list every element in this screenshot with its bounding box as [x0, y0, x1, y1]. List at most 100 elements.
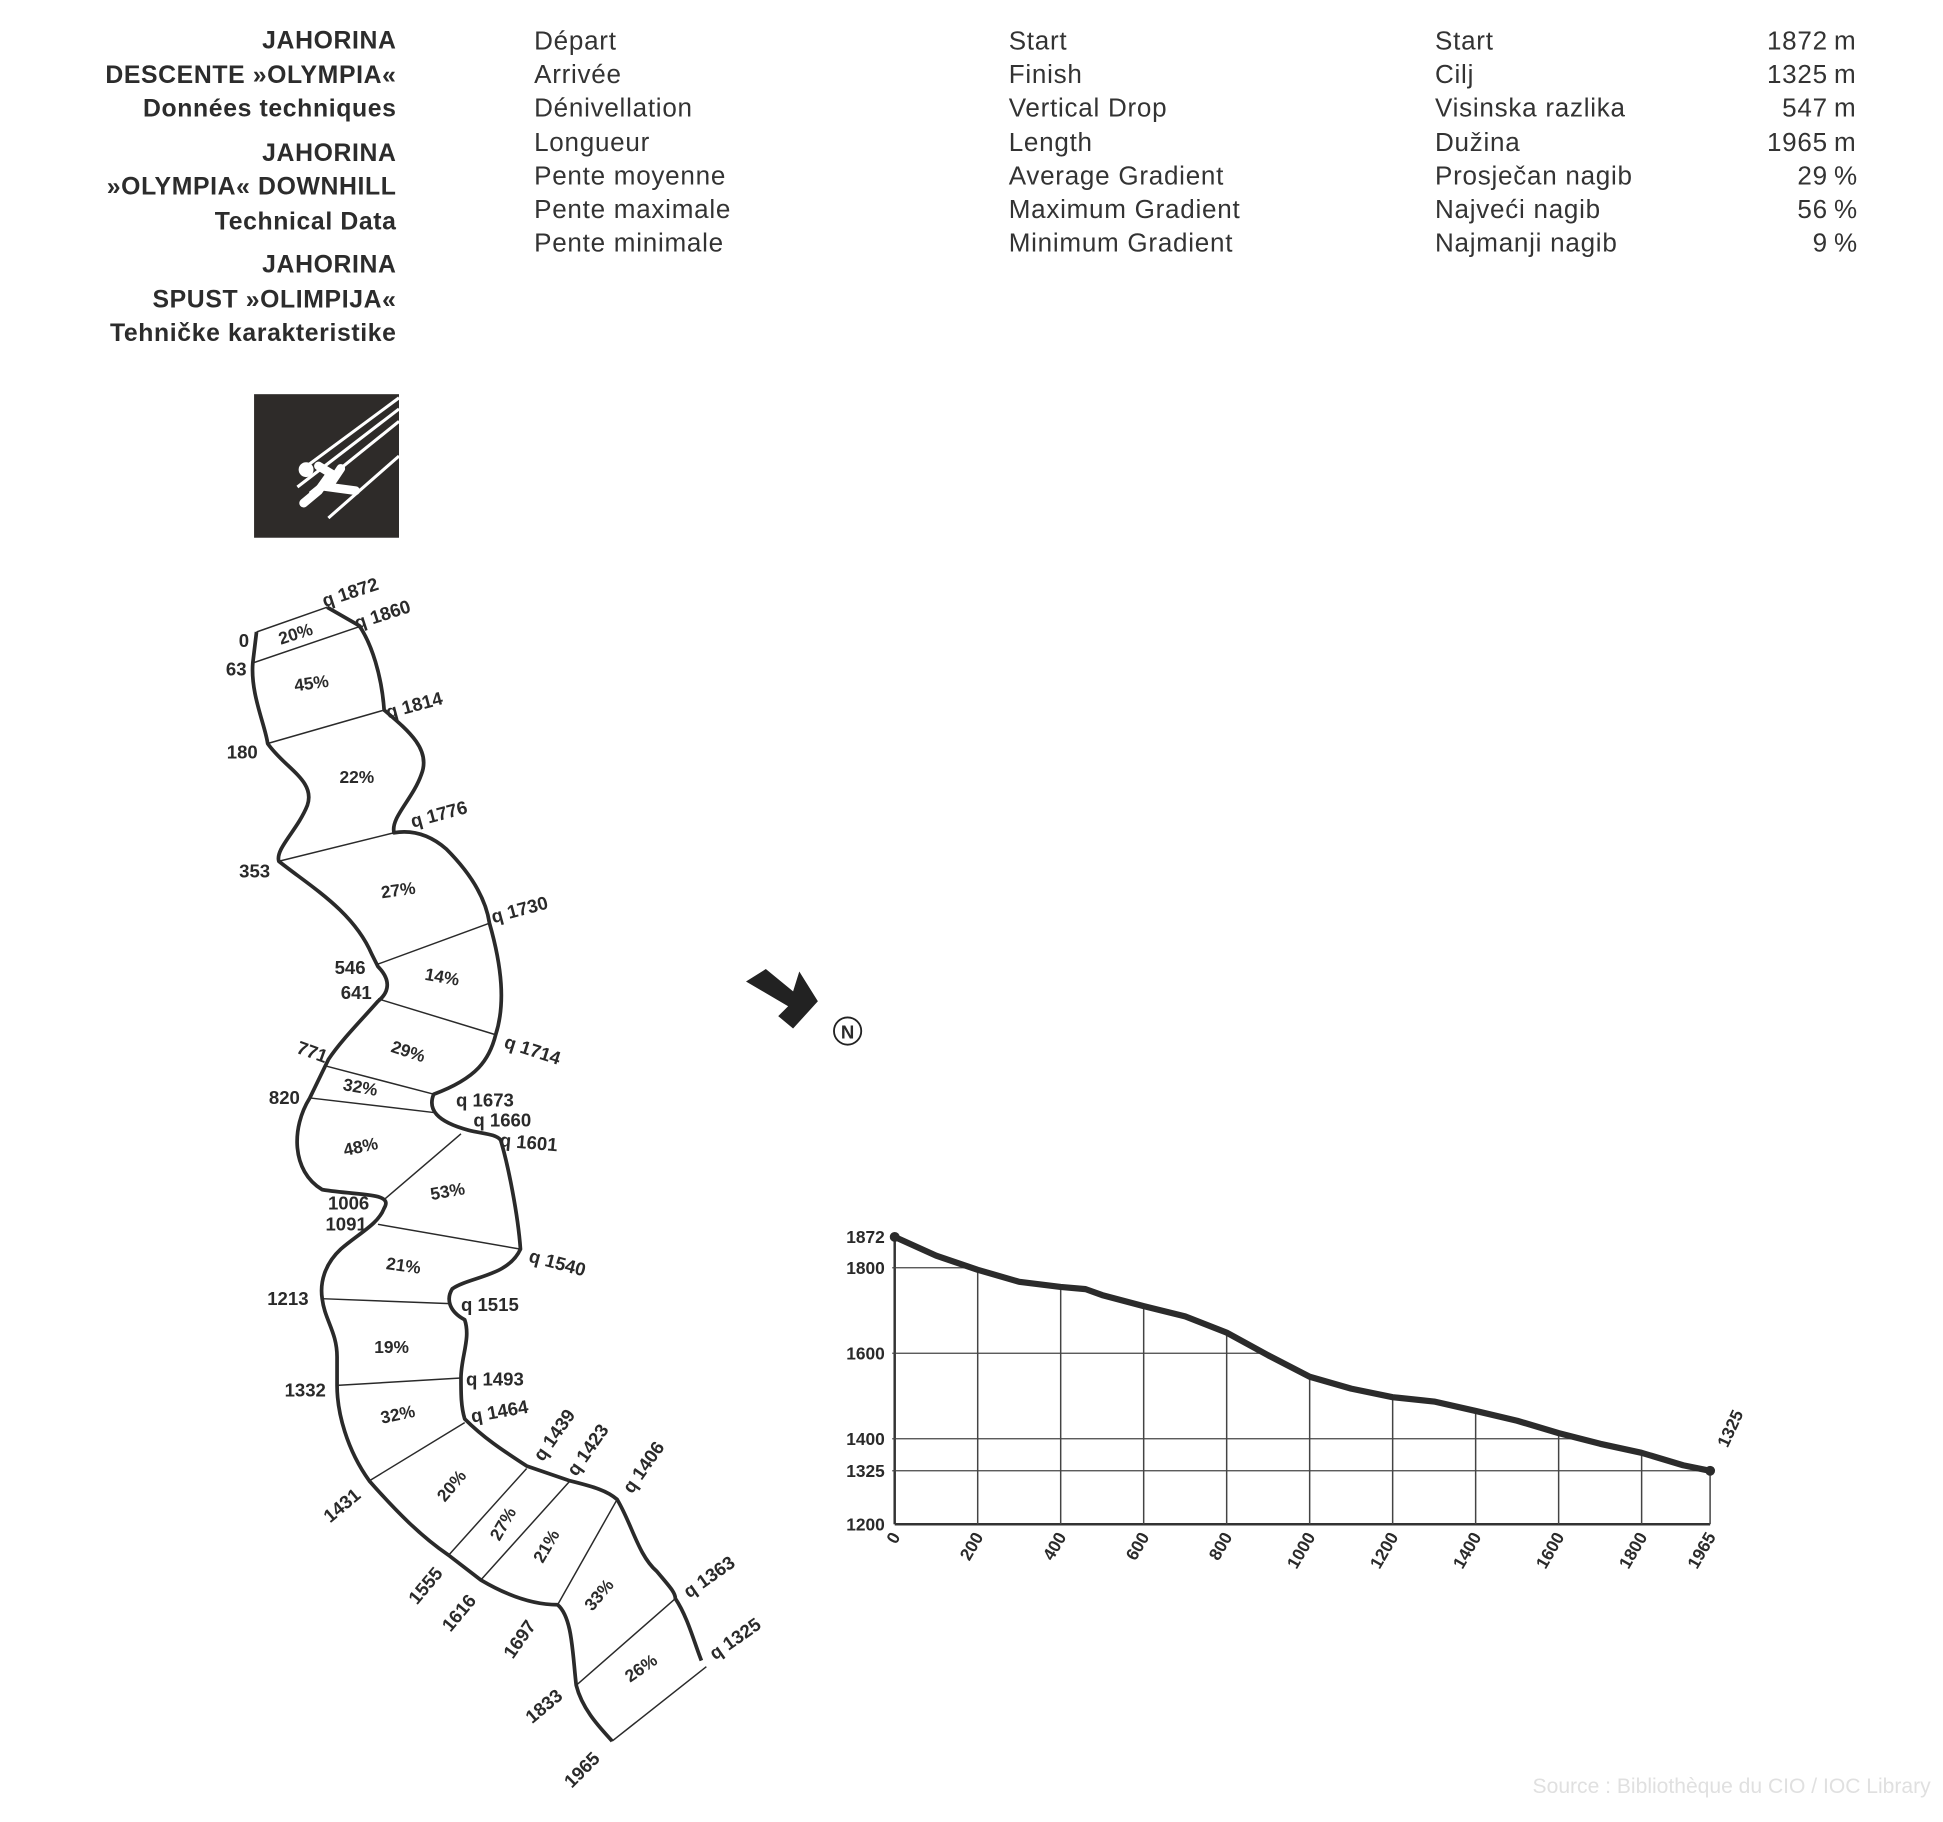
x-tick-label: 200 — [956, 1529, 988, 1564]
x-tick-label: 400 — [1039, 1529, 1071, 1564]
data-unit: % — [1834, 162, 1858, 191]
data-label: Visinska razlika — [1434, 94, 1626, 124]
data-unit: m — [1834, 27, 1857, 56]
data-label: Pente minimale — [534, 229, 724, 259]
title-english: JAHORINA »OLYMPIA« DOWNHILL Technical Da… — [25, 137, 397, 239]
finish-point — [1705, 1465, 1716, 1476]
title-serbocroatian: JAHORINA SPUST »OLIMPIJA« Tehničke karak… — [25, 249, 397, 351]
y-tick-label: 1400 — [846, 1429, 885, 1449]
altitude-label: q 1515 — [461, 1294, 519, 1315]
data-label: Dénivellation — [534, 94, 693, 124]
data-unit: % — [1834, 229, 1858, 259]
subtitle-line: Données techniques — [142, 95, 397, 123]
x-tick-label: 1400 — [1449, 1529, 1486, 1572]
title-block: JAHORINA DESCENTE »OLYMPIA« Données tech… — [25, 25, 397, 361]
data-label: Minimum Gradient — [1008, 229, 1234, 259]
subtitle-line: Tehničke karakteristike — [109, 319, 397, 347]
x-tick-label: 800 — [1205, 1529, 1237, 1564]
start-point — [889, 1231, 900, 1242]
gradient-label: 53% — [429, 1178, 467, 1204]
source-watermark: Source : Bibliothèque du CIO / IOC Libra… — [1532, 1774, 1931, 1799]
y-tick-label: 1200 — [846, 1514, 885, 1534]
gradient-label: 29% — [389, 1036, 428, 1066]
distance-label: 1213 — [267, 1288, 308, 1309]
title-line: JAHORINA — [262, 251, 397, 279]
data-value: 1325 — [1766, 60, 1828, 90]
data-label: Arrivée — [534, 60, 622, 90]
data-label: Najmanji nagib — [1434, 229, 1618, 259]
data-value: 9 — [1812, 229, 1828, 259]
distance-label: 546 — [335, 957, 366, 978]
data-unit: m — [1834, 94, 1857, 124]
distance-label: 1965 — [560, 1748, 604, 1792]
gradient-label: 21% — [385, 1253, 422, 1278]
title-line: JAHORINA — [262, 139, 397, 167]
altitude-label: q 1714 — [502, 1031, 564, 1069]
data-label: Pente moyenne — [534, 162, 727, 191]
altitude-label: q 1814 — [383, 687, 445, 722]
altitude-label: q 1540 — [527, 1245, 588, 1280]
distance-label: 1555 — [404, 1563, 447, 1608]
data-label: Finish — [1008, 60, 1083, 90]
gradient-label: 32% — [379, 1401, 417, 1428]
distance-label: 1697 — [499, 1616, 540, 1662]
title-line: DESCENTE »OLYMPIA« — [105, 61, 397, 89]
y-tick-label: 1325 — [846, 1461, 885, 1481]
distance-label: 1091 — [325, 1214, 366, 1235]
data-label: Average Gradient — [1008, 162, 1225, 191]
distance-label: 820 — [269, 1087, 300, 1108]
distance-label: 180 — [227, 741, 258, 762]
y-tick-label: 1872 — [846, 1227, 885, 1247]
gradient-label: 27% — [486, 1504, 521, 1544]
x-tick-label: 1600 — [1532, 1529, 1569, 1572]
data-unit: m — [1834, 128, 1857, 157]
data-label: Vertical Drop — [1008, 94, 1168, 124]
distance-label: 641 — [341, 982, 372, 1003]
data-value: 547 — [1782, 94, 1828, 124]
x-tick-label: 1800 — [1615, 1529, 1652, 1572]
course-map: 0 63 180 353 546 641 771 820 1006 1091 1… — [226, 573, 765, 1792]
data-label: Longueur — [534, 128, 651, 157]
altitude-label: q 1464 — [469, 1396, 530, 1427]
data-label: Length — [1008, 128, 1093, 157]
gradient-label: 19% — [374, 1337, 409, 1357]
data-label: Départ — [534, 27, 617, 56]
distance-label: 1616 — [437, 1590, 480, 1635]
gradient-label: 14% — [423, 964, 461, 990]
title-french: JAHORINA DESCENTE »OLYMPIA« Données tech… — [25, 25, 397, 127]
x-tick-label: 1200 — [1366, 1529, 1403, 1572]
gradient-label: 33% — [580, 1575, 618, 1614]
data-label: Prosječan nagib — [1434, 162, 1633, 191]
north-label: N — [841, 1021, 854, 1042]
data-label: Dužina — [1434, 128, 1521, 157]
altitude-label: q 1363 — [679, 1551, 738, 1601]
data-label: Najveći nagib — [1434, 195, 1601, 225]
title-line: »OLYMPIA« DOWNHILL — [106, 173, 397, 201]
gradient-label: 20% — [433, 1466, 471, 1505]
gradient-label: 22% — [340, 767, 375, 787]
gradient-label: 48% — [342, 1133, 380, 1160]
x-tick-label: 1965 — [1683, 1528, 1720, 1572]
end-elevation-label: 1325 — [1713, 1406, 1748, 1450]
distance-label: 1833 — [521, 1685, 566, 1728]
gradient-label: 21% — [529, 1526, 564, 1566]
title-line: SPUST »OLIMPIJA« — [152, 285, 397, 313]
data-unit: m — [1834, 60, 1857, 90]
data-unit: % — [1834, 195, 1858, 225]
data-value: 1965 — [1766, 128, 1828, 157]
data-label: Start — [1434, 27, 1494, 56]
data-value: 29 — [1797, 162, 1828, 191]
data-label: Start — [1008, 27, 1068, 56]
altitude-label: q 1860 — [352, 595, 414, 633]
y-tick-label: 1600 — [846, 1343, 885, 1363]
x-tick-label: 1000 — [1283, 1529, 1320, 1572]
altitude-label: q 1493 — [466, 1368, 524, 1389]
x-tick-label: 0 — [882, 1529, 904, 1547]
altitude-label: q 1872 — [319, 573, 381, 611]
arrow-icon — [745, 969, 818, 1029]
